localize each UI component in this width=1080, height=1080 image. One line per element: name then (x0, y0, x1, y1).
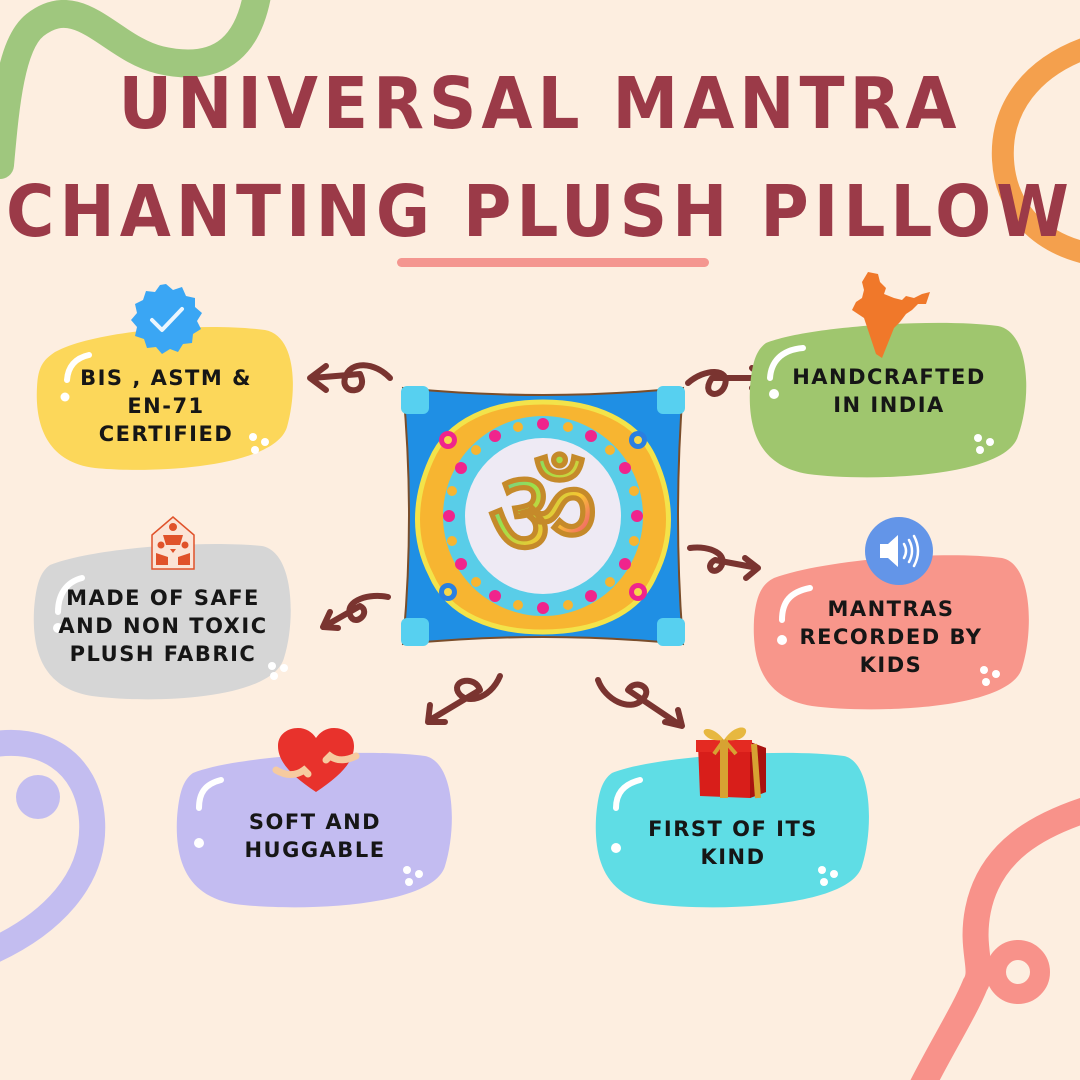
feature-line: huggable (244, 838, 386, 862)
hugging-heart-icon (272, 728, 360, 792)
verified-badge-icon (131, 284, 202, 354)
feature-line: Mantras (827, 597, 955, 621)
feature-certified: BIS , ASTM & EN-71 certified (35, 322, 297, 472)
feature-line: Handcrafted (792, 365, 986, 389)
feature-first-text: First of its kind (648, 815, 818, 871)
feature-line: First of its (648, 817, 818, 841)
arrow-to-first (595, 677, 685, 729)
feature-line: kind (700, 845, 766, 869)
arrow-to-certified (307, 362, 393, 394)
feature-safe-fabric: Made of safe and non toxic plush fabric (32, 540, 294, 702)
speaker-icon (865, 517, 933, 585)
feature-first: First of its kind (594, 748, 872, 910)
feature-line: EN-71 (127, 394, 205, 418)
green-blob (749, 322, 1027, 478)
feature-line: plush fabric (69, 642, 257, 666)
feature-line: and non toxic (58, 614, 268, 638)
feature-line: Soft and (248, 810, 382, 834)
lavender-loop (0, 729, 106, 962)
feature-line: recorded by (799, 625, 983, 649)
feature-line: certified (98, 422, 234, 446)
feature-mantras: Mantras recorded by kids (752, 550, 1030, 712)
feature-line: Made of safe (66, 586, 260, 610)
lavender-blob (176, 752, 452, 908)
page-title: Universal Mantra Chanting Plush Pillow (0, 50, 1080, 266)
feature-line: BIS , ASTM & (80, 366, 252, 390)
feature-mantras-text: Mantras recorded by kids (799, 595, 982, 679)
salmon-blob (753, 555, 1029, 710)
feature-line: kids (859, 653, 923, 677)
arrow-to-huggable (425, 673, 503, 725)
pink-loop (910, 797, 1080, 1080)
pink-knot (986, 940, 1050, 1004)
india-map-icon (852, 272, 930, 358)
feature-huggable-text: Soft and huggable (244, 808, 385, 864)
title-line-1: Universal Mantra (118, 61, 962, 146)
feature-huggable: Soft and huggable (175, 748, 455, 910)
feature-handcrafted: Handcrafted in India (748, 318, 1030, 480)
arrow-to-safe-fabric (320, 593, 391, 631)
gift-box-icon (696, 727, 766, 799)
cyan-blob (595, 752, 869, 908)
title-line-2: Chanting Plush Pillow (6, 169, 1074, 254)
feature-handcrafted-text: Handcrafted in India (792, 363, 986, 419)
arrow-to-mantras (687, 544, 761, 581)
title-underline (397, 258, 709, 267)
feature-safe-fabric-text: Made of safe and non toxic plush fabric (58, 584, 267, 668)
family-home-icon (151, 516, 195, 570)
lavender-knot (16, 775, 60, 819)
yellow-blob (36, 326, 293, 470)
om-symbol: ॐ (488, 445, 597, 584)
feature-certified-text: BIS , ASTM & EN-71 certified (80, 364, 252, 448)
om-pillow-image: ॐ (401, 386, 685, 646)
feature-line: in India (833, 393, 945, 417)
gray-blob (33, 544, 291, 700)
